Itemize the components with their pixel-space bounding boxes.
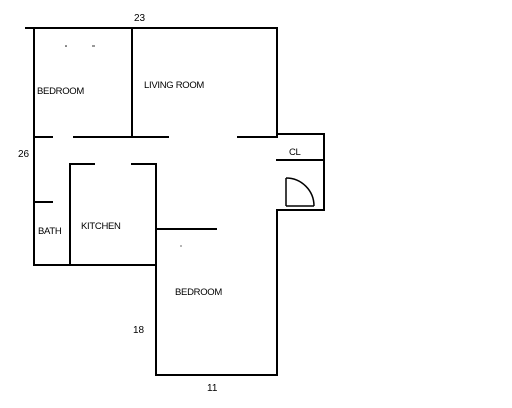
dot-mark <box>180 245 182 247</box>
closet-wall <box>276 133 325 211</box>
room-label-living-room: LIVING ROOM <box>144 80 204 91</box>
room-label-bedroom-top: BEDROOM <box>37 86 84 97</box>
dimension-bottom-width: 11 <box>207 383 218 394</box>
room-label-bedroom-bottom: BEDROOM <box>175 287 222 298</box>
room-label-closet: CL <box>289 147 301 158</box>
dimension-bottom-height: 18 <box>133 325 145 336</box>
dimension-top-width: 23 <box>134 13 146 24</box>
dot-mark <box>65 45 67 47</box>
room-label-bath: BATH <box>38 226 62 237</box>
dimension-left-height: 26 <box>18 149 30 160</box>
room-label-kitchen: KITCHEN <box>81 221 121 232</box>
door-swing <box>285 177 315 207</box>
